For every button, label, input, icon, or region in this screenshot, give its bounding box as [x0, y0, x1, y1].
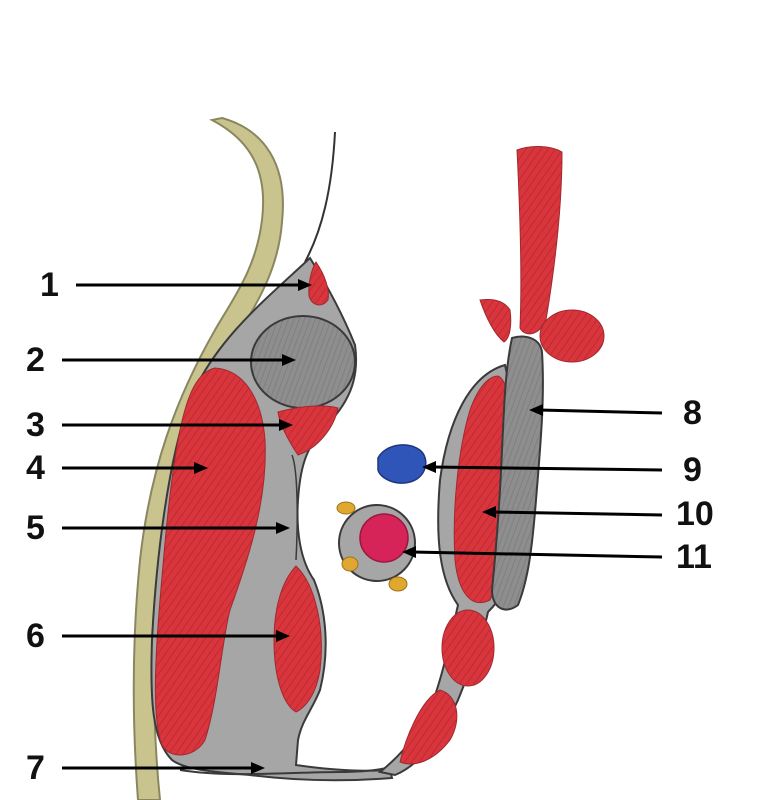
structure-3-muscle: [277, 405, 339, 456]
leader-arrows-right: [402, 404, 663, 559]
nerve-dot-top: [336, 501, 356, 515]
structure-1-muscle: [308, 261, 329, 306]
label-6: 6: [26, 617, 45, 655]
nerve-dot-right: [388, 576, 408, 592]
label-11: 11: [676, 538, 712, 576]
upper-right-muscle-fragment: [479, 299, 512, 343]
label-1: 1: [40, 266, 59, 304]
label-9: 9: [683, 451, 702, 489]
lower-right-muscle-a: [441, 609, 495, 687]
lower-right-muscle-b: [399, 689, 458, 765]
structure-8-tendon: [490, 335, 544, 611]
label-7: 7: [26, 749, 45, 787]
label-2: 2: [26, 341, 45, 379]
nerve-dot-left: [341, 556, 359, 572]
structure-9-vein: [377, 444, 427, 484]
label-5: 5: [26, 509, 45, 547]
structure-11-artery: [359, 513, 409, 563]
label-4: 4: [26, 449, 45, 487]
outer-fascia-band: [132, 116, 284, 800]
label-10: 10: [676, 495, 714, 533]
upper-right-muscle-round: [539, 309, 605, 363]
top-thin-line: [304, 131, 336, 263]
label-3: 3: [26, 406, 45, 444]
structure-6-muscle: [273, 565, 322, 713]
label-8: 8: [683, 394, 702, 432]
structure-2-node: [250, 315, 356, 409]
structure-5-septum: [291, 454, 298, 561]
upper-right-muscle-strap: [516, 146, 563, 335]
structure-4-muscle: [154, 367, 266, 756]
leader-arrows: [62, 279, 312, 774]
